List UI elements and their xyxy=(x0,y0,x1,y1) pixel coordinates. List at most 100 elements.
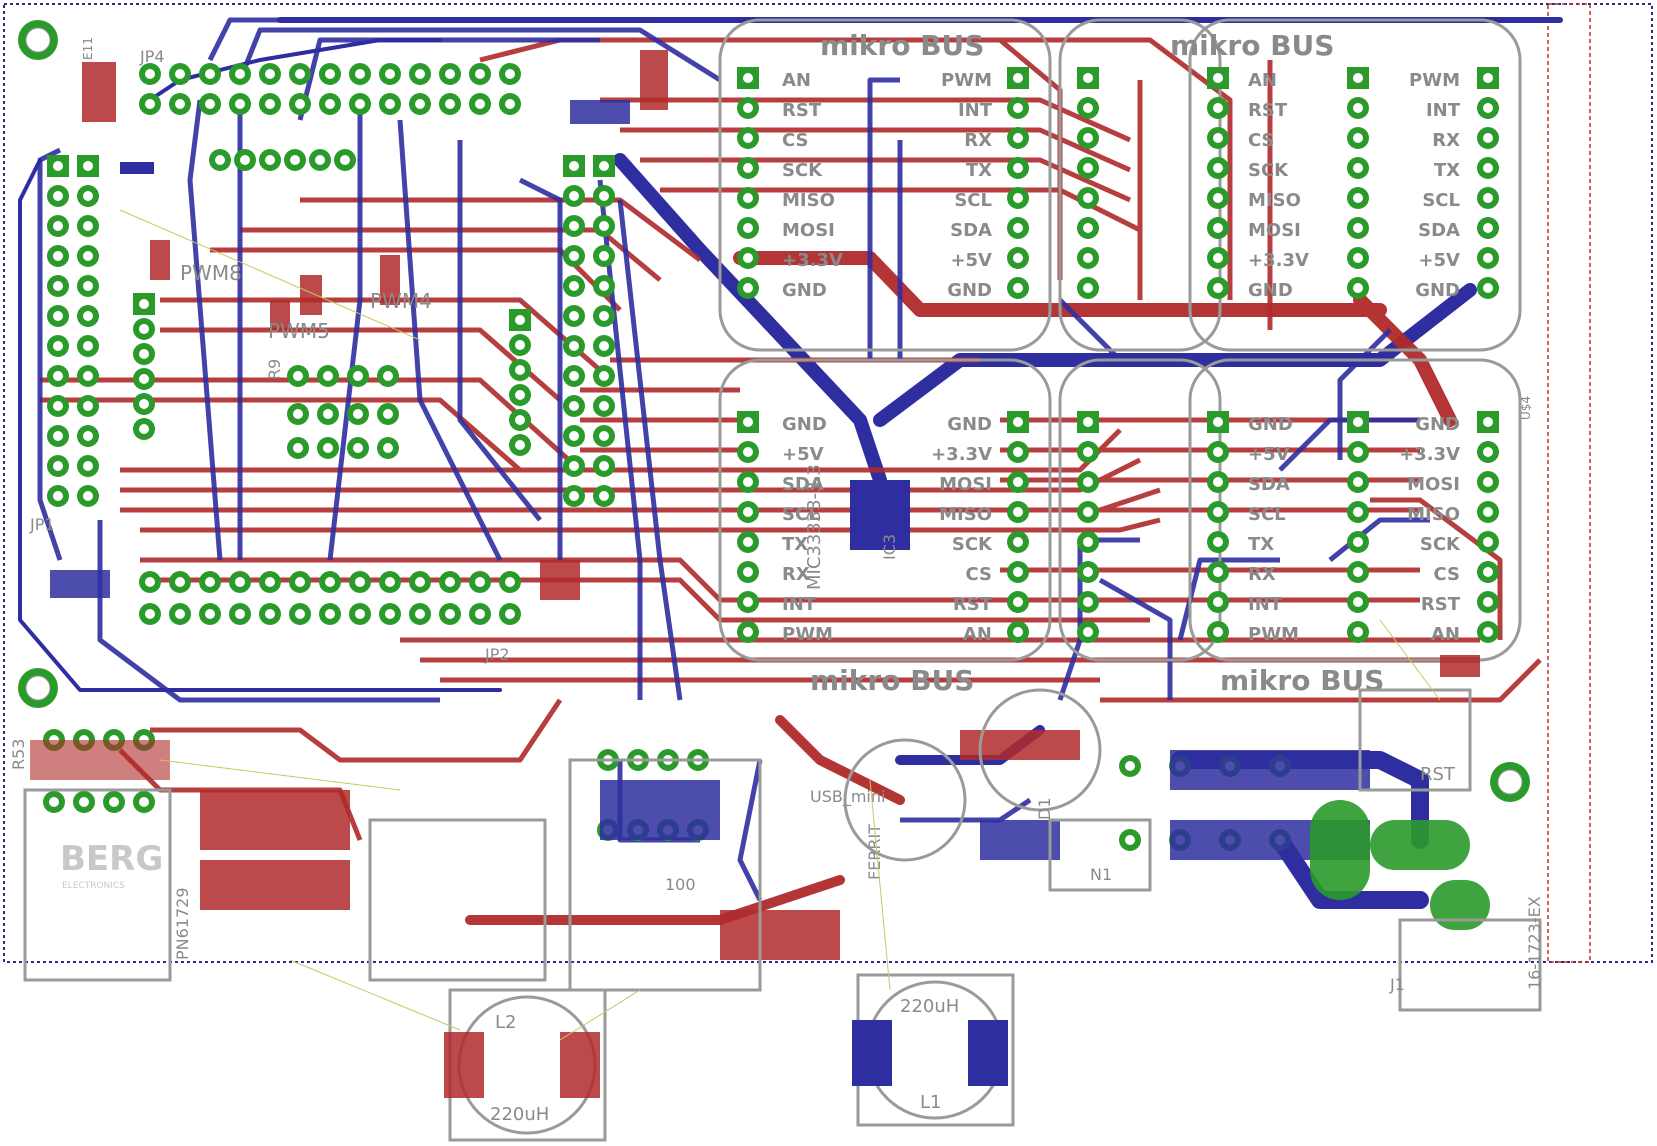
d1-label: D1 xyxy=(1035,798,1054,821)
pad xyxy=(409,93,431,115)
pad xyxy=(77,425,99,447)
pad xyxy=(1077,591,1099,613)
pad xyxy=(1119,829,1141,851)
pad xyxy=(563,485,585,507)
pad xyxy=(737,441,759,463)
pin-label: CS xyxy=(965,564,992,585)
fuse-label: FERRIT xyxy=(865,824,884,880)
pad xyxy=(77,275,99,297)
pad xyxy=(563,185,585,207)
pad xyxy=(563,335,585,357)
pad xyxy=(133,393,155,415)
pad xyxy=(1077,441,1099,463)
pad xyxy=(287,365,309,387)
pin-label: INT xyxy=(1426,100,1461,121)
pad xyxy=(1347,531,1369,553)
pad xyxy=(469,63,491,85)
pad xyxy=(209,149,231,171)
pin-label: RST xyxy=(782,100,822,121)
pad xyxy=(133,343,155,365)
pad xyxy=(1007,441,1029,463)
l2-value: 220uH xyxy=(490,1104,549,1125)
pad xyxy=(317,403,339,425)
pad xyxy=(259,63,281,85)
pad xyxy=(47,215,69,237)
pad xyxy=(77,365,99,387)
pad xyxy=(1007,561,1029,583)
pad xyxy=(1077,561,1099,583)
pad xyxy=(1007,501,1029,523)
silk-labels: JP4 JP2 JP1 PWM8 PWM4 PWM5 MIC33333-3.3 … xyxy=(9,37,1544,994)
board-dimension-outline xyxy=(1547,3,1591,963)
mikrobus-1-right-labels: PWM INT RX TX SCL SDA +5V GND xyxy=(941,70,993,301)
pad xyxy=(563,365,585,387)
pin-label: MISO xyxy=(1407,504,1460,525)
pad xyxy=(593,245,615,267)
mikrobus-logo-2: mikro BUS xyxy=(1170,29,1334,62)
pad xyxy=(1207,561,1229,583)
pad xyxy=(133,293,155,315)
pad xyxy=(737,591,759,613)
u4-label: U$4 xyxy=(1519,396,1533,420)
pin-label: RX xyxy=(964,130,992,151)
pad xyxy=(737,217,759,239)
pad xyxy=(1077,127,1099,149)
pin-label: GND xyxy=(1248,414,1293,435)
pin-label: MISO xyxy=(782,190,835,211)
pad xyxy=(737,97,759,119)
pad xyxy=(287,437,309,459)
board-outline xyxy=(3,3,1653,963)
mikrobus-3-right-labels: PWM INT RX TX SCL SDA +5V GND xyxy=(1409,70,1461,301)
n1-label: N1 xyxy=(1090,865,1112,884)
pad xyxy=(47,305,69,327)
pad xyxy=(169,571,191,593)
pad xyxy=(169,603,191,625)
pad xyxy=(593,305,615,327)
pin-label: +3.3V xyxy=(931,444,992,465)
pad xyxy=(409,603,431,625)
pad xyxy=(259,571,281,593)
pad xyxy=(349,603,371,625)
pad xyxy=(139,63,161,85)
ic-ref-label: IC3 xyxy=(880,534,899,560)
pin-label: GND xyxy=(947,280,992,301)
pad xyxy=(1347,411,1369,433)
pad xyxy=(737,471,759,493)
pad xyxy=(1207,127,1229,149)
mikrobus-1-left-labels: AN RST CS SCK MISO MOSI +3.3V GND xyxy=(782,70,843,301)
pin-label: GND xyxy=(1248,280,1293,301)
pad xyxy=(1477,471,1499,493)
pin-label: MOSI xyxy=(782,220,835,241)
pad xyxy=(77,215,99,237)
pin-label: RX xyxy=(1248,564,1276,585)
pad xyxy=(139,571,161,593)
mounting-holes xyxy=(18,20,1530,802)
pad xyxy=(1477,621,1499,643)
pad xyxy=(1347,157,1369,179)
pad xyxy=(563,155,585,177)
pin-label: SCK xyxy=(952,534,993,555)
pin-label: SDA xyxy=(1418,220,1460,241)
pin-label: +5V xyxy=(1418,250,1460,271)
pad xyxy=(439,63,461,85)
pad xyxy=(1207,67,1229,89)
mikrobus-3-left-labels: AN RST CS SCK MISO MOSI +3.3V GND xyxy=(1248,70,1309,301)
pad xyxy=(234,149,256,171)
pad xyxy=(1477,217,1499,239)
pin-label: AN xyxy=(782,70,811,91)
pin-label: AN xyxy=(963,624,992,645)
pad xyxy=(563,245,585,267)
pad xyxy=(1207,531,1229,553)
mounting-hole xyxy=(18,668,58,708)
pad xyxy=(139,603,161,625)
pad xyxy=(229,63,251,85)
pad xyxy=(563,215,585,237)
pad xyxy=(1347,471,1369,493)
pin-label: CS xyxy=(782,130,809,151)
pad xyxy=(133,318,155,340)
pad xyxy=(377,365,399,387)
pad xyxy=(1477,157,1499,179)
pwm8-label: PWM8 xyxy=(180,261,242,285)
pad xyxy=(1477,501,1499,523)
berg-logo: BERG xyxy=(60,839,163,879)
